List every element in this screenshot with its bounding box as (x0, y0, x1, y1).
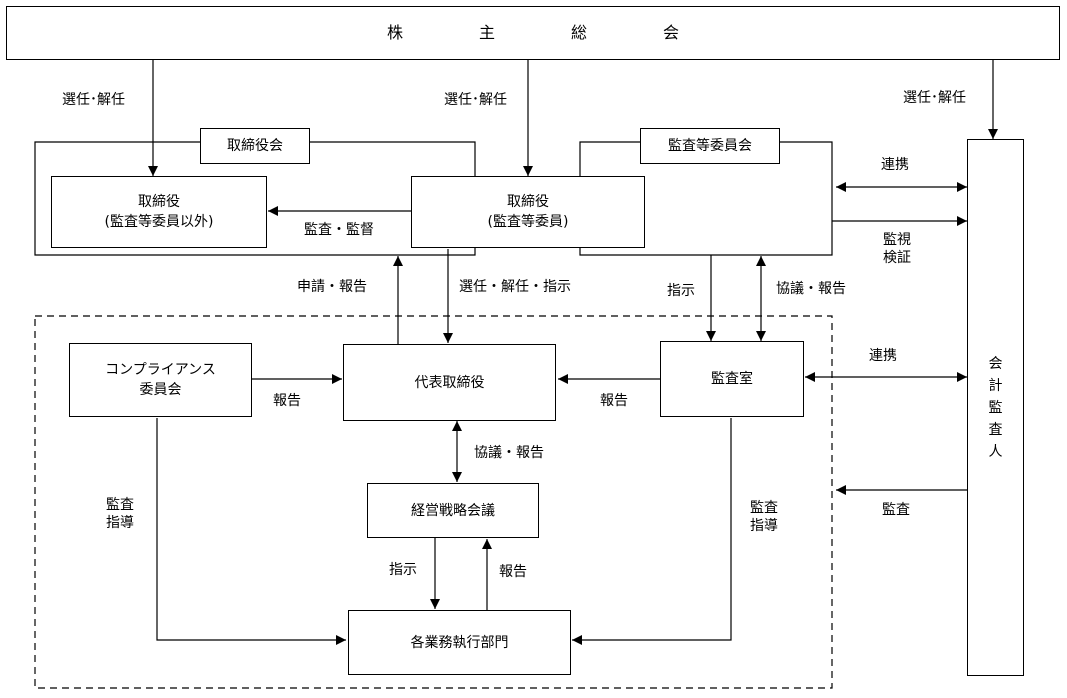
label-audit-left: 監査 (106, 497, 134, 513)
label-audit-supervise: 監査・監督 (304, 222, 374, 238)
auditor-char-3: 監 (988, 399, 1003, 416)
compliance-subtitle: 委員会 (139, 382, 182, 398)
label-consult-report-2: 協議・報告 (474, 445, 544, 461)
audit-committee-label: 監査等委員会 (640, 128, 780, 164)
auditor-char-4: 査 (988, 421, 1003, 438)
audit-committee-outline (579, 141, 833, 256)
strategy-meeting-box: 経営戦略会議 (367, 483, 539, 538)
shareholders-char-2: 主 (478, 23, 495, 42)
label-report-2: 報告 (600, 393, 628, 409)
label-coordination-2: 連携 (869, 348, 897, 364)
label-elect-dismiss-3: 選任･解任 (903, 90, 966, 106)
label-elect-dismiss-1: 選任･解任 (62, 92, 125, 108)
label-instruct-1: 指示 (667, 283, 695, 299)
label-elect-dismiss-2: 選任･解任 (444, 92, 507, 108)
label-elect-dismiss-instruct: 選任・解任・指示 (459, 279, 571, 295)
execution-area-outline (34, 315, 833, 689)
label-verify: 検証 (883, 250, 911, 266)
directors-audit-subtitle: (監査等委員) (487, 214, 569, 230)
accounting-auditor-box: 会 計 監 査 人 (967, 139, 1024, 676)
label-audit-guide-right: 監査 指導 (750, 499, 778, 535)
ceo-box: 代表取締役 (343, 344, 556, 421)
label-instruct-2: 指示 (389, 562, 417, 578)
label-report-3: 報告 (499, 564, 527, 580)
board-of-directors-label: 取締役会 (200, 128, 310, 164)
label-audit-right: 監査 (750, 500, 778, 516)
shareholders-char-4: 会 (663, 23, 680, 42)
label-audit: 監査 (882, 502, 910, 518)
shareholders-char-3: 総 (571, 23, 588, 42)
label-guide-right: 指導 (750, 518, 778, 534)
label-apply-report: 申請・報告 (297, 279, 367, 295)
label-coordination-1: 連携 (881, 157, 909, 173)
label-guide-left: 指導 (106, 515, 134, 531)
label-consult-report-1: 協議・報告 (776, 281, 846, 297)
label-monitor: 監視 (883, 232, 911, 248)
directors-other-title: 取締役 (138, 194, 180, 210)
auditor-char-2: 計 (988, 377, 1003, 394)
directors-audit-box: 取締役 (監査等委員) (411, 176, 645, 248)
directors-other-subtitle: (監査等委員以外) (104, 214, 214, 230)
shareholders-char-1: 株 (386, 23, 403, 42)
label-audit-guide-left: 監査 指導 (106, 496, 134, 532)
audit-office-box: 監査室 (660, 341, 804, 417)
departments-box: 各業務執行部門 (348, 610, 571, 675)
label-monitor-verify: 監視 検証 (883, 231, 911, 267)
auditor-char-1: 会 (988, 355, 1003, 372)
auditor-char-5: 人 (988, 443, 1003, 460)
compliance-title: コンプライアンス (105, 362, 216, 378)
directors-other-box: 取締役 (監査等委員以外) (51, 176, 267, 248)
shareholders-meeting-box: 株 主 総 会 (6, 6, 1060, 60)
directors-audit-title: 取締役 (507, 194, 549, 210)
label-report-1: 報告 (273, 393, 301, 409)
board-outline (34, 141, 476, 256)
compliance-committee-box: コンプライアンス 委員会 (69, 343, 252, 417)
